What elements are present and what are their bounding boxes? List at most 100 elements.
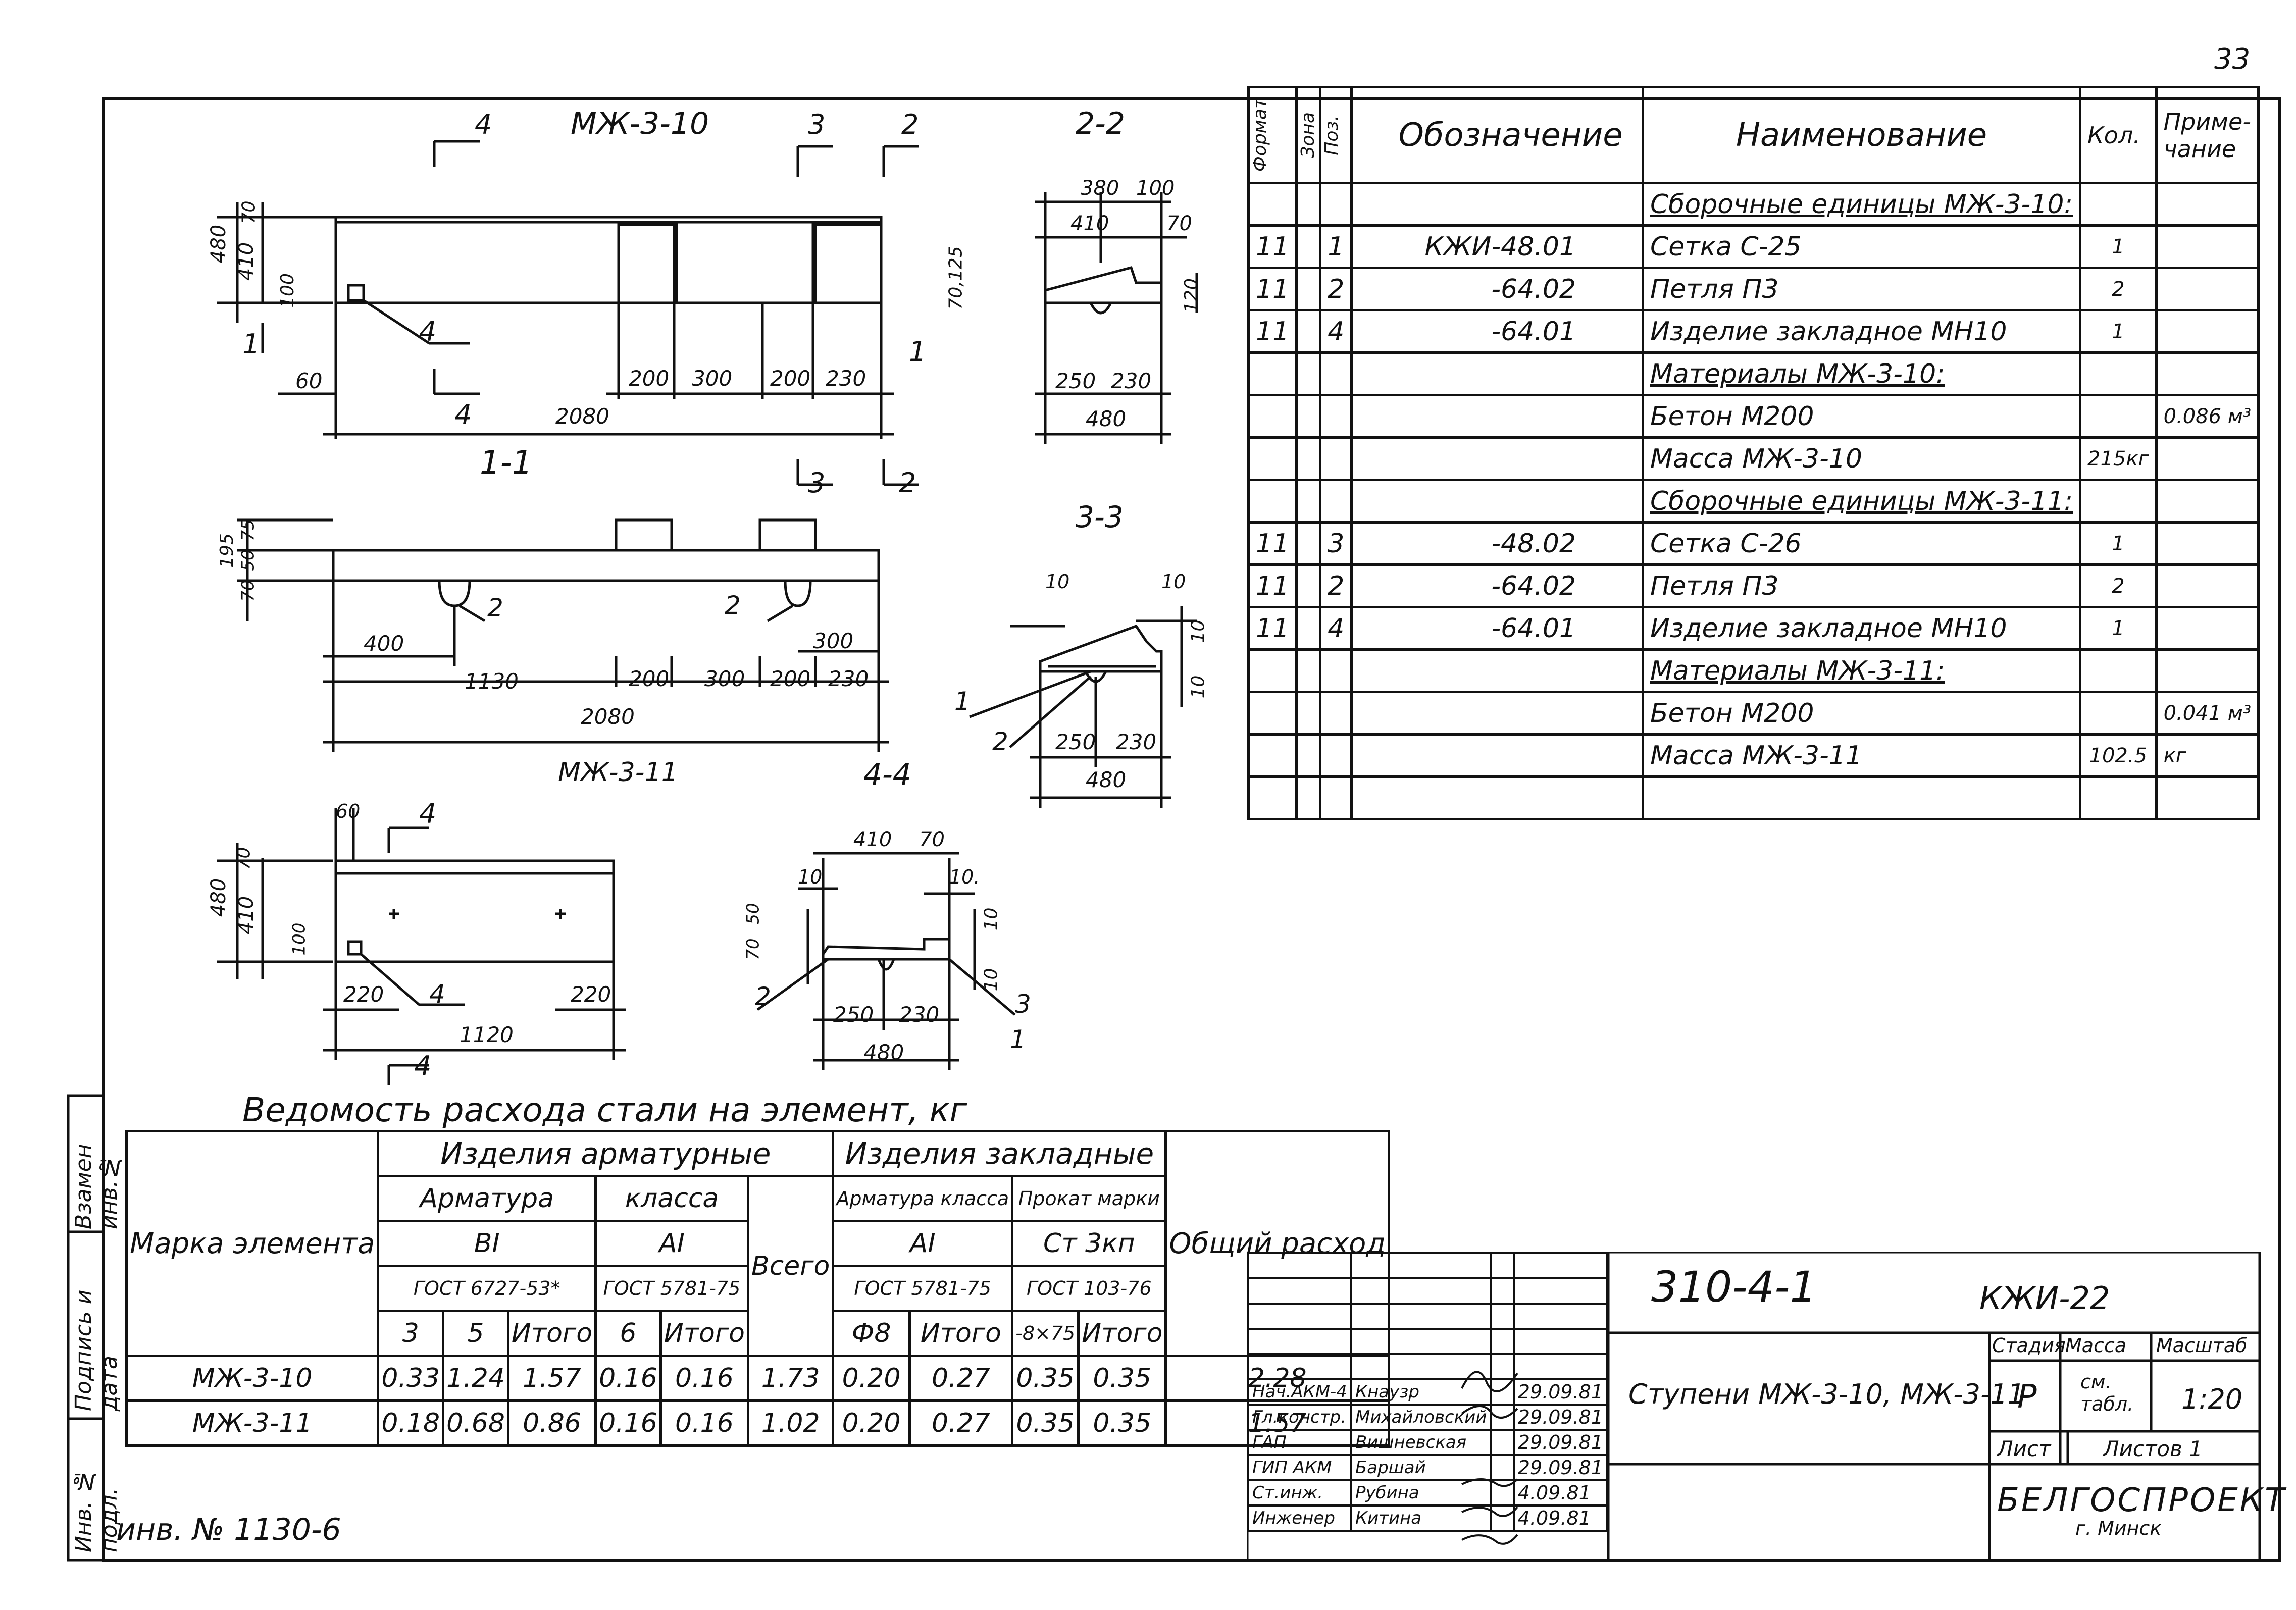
spec-cell-prim: кг (2155, 733, 2260, 778)
steel-cell: 0.27 (908, 1399, 1014, 1447)
spec-cell-poz: 2 (1319, 563, 1353, 608)
spec-cell-prim (2155, 224, 2260, 269)
dim-100-a: 100 (277, 273, 298, 308)
spec-cell-kol: 2 (2079, 267, 2158, 311)
spec-cell-oboz (1350, 775, 1644, 820)
spec-cell-naim: Сборочные единицы МЖ-3-11: (1641, 479, 2082, 524)
dim-230-b: 230 (1111, 369, 1152, 393)
spec-cell-prim (2155, 521, 2260, 566)
spec-cell-kol: 215кг (2079, 436, 2158, 481)
steel-arm-klassa: Арматура класса (832, 1175, 1014, 1222)
spec-cell-format: 11 (1247, 606, 1298, 651)
steel-cell: 0.20 (832, 1355, 911, 1402)
spec-cell-naim: Сетка С-26 (1641, 521, 2082, 566)
spec-cell-prim (2155, 648, 2260, 693)
spec-cell-oboz (1350, 436, 1644, 481)
spec-cell-kol (2079, 479, 2158, 524)
steel-cell: 0.35 (1077, 1355, 1167, 1402)
spec-cell-kol (2079, 351, 2158, 396)
spec-h-zona: Зона (1295, 86, 1322, 184)
spec-cell-naim: Масса МЖ-3-11 (1641, 733, 2082, 778)
steel-cell: 0.20 (832, 1399, 911, 1447)
spec-cell-naim: Бетон М200 (1641, 394, 2082, 439)
cut-mark-4-mzh311-bottom: 4 (414, 1050, 432, 1082)
dim-220-a: 220 (343, 982, 384, 1007)
spec-cell-zona (1295, 521, 1322, 566)
dim-10-h: 10 (981, 968, 1002, 992)
spec-cell-oboz (1350, 648, 1644, 693)
dim-70-f: 70 (743, 938, 763, 960)
cut-mark-4-top: 4 (475, 109, 492, 140)
steel-cell: 0.16 (594, 1355, 662, 1402)
spec-h-naim: Наименование (1641, 86, 2082, 184)
dim-480-e: 480 (863, 1040, 904, 1065)
dim-300-a: 300 (692, 366, 733, 391)
spec-cell-format (1247, 648, 1298, 693)
spec-h-format: Формат (1247, 86, 1298, 184)
spec-cell-format (1247, 182, 1298, 227)
spec-cell-poz (1319, 436, 1353, 481)
pos-2-sec44: 2 (755, 982, 771, 1011)
table-row: Материалы МЖ-3-11: (1247, 648, 2260, 693)
spec-cell-zona (1295, 436, 1322, 481)
steel-gost1: ГОСТ 6727-53* (377, 1265, 597, 1312)
spec-cell-format: 11 (1247, 309, 1298, 354)
spec-cell-oboz: КЖИ-48.01 (1350, 224, 1644, 269)
cut-mark-4-mzh311-top: 4 (419, 798, 437, 829)
spec-cell-oboz (1350, 351, 1644, 396)
dim-70-c: 70 (238, 580, 259, 602)
spec-cell-kol (2079, 691, 2158, 736)
dim-250-a: 250 (1055, 369, 1096, 393)
table-row (1247, 775, 2260, 820)
steel-phi8: Ф8 (832, 1310, 911, 1357)
dim-480-c: 480 (1086, 767, 1127, 792)
steel-table-title: Ведомость расхода стали на элемент, кг (242, 1090, 967, 1129)
steel-itogo4: Итого (1077, 1310, 1167, 1357)
table-row: МЖ-3-10 0.33 1.24 1.57 0.16 0.16 1.73 0.… (125, 1355, 1391, 1402)
steel-vsego: Всего (746, 1175, 835, 1357)
spec-cell-kol (2079, 775, 2158, 820)
steel-cell: 1.24 (442, 1355, 509, 1402)
spec-cell-kol (2079, 394, 2158, 439)
title-mzh-3-11: МЖ-3-11 (558, 757, 678, 788)
dim-410-d: 410 (853, 828, 892, 851)
spec-cell-poz (1319, 775, 1353, 820)
spec-cell-zona (1295, 563, 1322, 608)
steel-st3kp: Ст 3кп (1011, 1220, 1167, 1267)
steel-itogo1: Итого (506, 1310, 597, 1357)
steel-col-mark: Марка элемента (125, 1130, 380, 1357)
mzh-3-11-plan (217, 808, 626, 1085)
dim-200-c: 200 (629, 666, 670, 691)
stamp-masshtab: 1:20 (2181, 1383, 2243, 1415)
dim-70-b: 70 (1166, 212, 1192, 235)
spec-cell-prim (2155, 267, 2260, 311)
steel-c3: 3 (377, 1310, 445, 1357)
dim-10-a: 10 (1045, 570, 1070, 593)
spec-cell-format (1247, 479, 1298, 524)
dim-230-d: 230 (1116, 730, 1157, 754)
dim-70-d: 70 (233, 847, 254, 870)
steel-cell: 0.86 (506, 1399, 597, 1447)
steel-armatura: Арматура (377, 1175, 597, 1222)
dim-75: 75 (238, 519, 259, 541)
dim-230-e: 230 (899, 1002, 940, 1027)
spec-cell-zona (1295, 267, 1322, 311)
pos-3-sec44: 3 (1015, 990, 1031, 1019)
cut-mark-1-right: 1 (909, 336, 927, 368)
spec-cell-oboz: -64.02 (1350, 267, 1644, 311)
spec-cell-naim: Материалы МЖ-3-11: (1641, 648, 2082, 693)
dim-100-b: 100 (1136, 177, 1175, 200)
dim-200-a: 200 (629, 366, 670, 391)
spec-cell-naim (1641, 775, 2082, 820)
engineering-drawings (217, 140, 1198, 1085)
dim-60-b: 60 (336, 800, 361, 822)
spec-cell-zona (1295, 394, 1322, 439)
mzh-3-10-elevation (217, 140, 919, 486)
spec-cell-poz: 2 (1319, 267, 1353, 311)
steel-grp-zaklad: Изделия закладные (832, 1130, 1167, 1177)
steel-c8x75: -8×75 (1011, 1310, 1080, 1357)
steel-itogo2: Итого (659, 1310, 749, 1357)
